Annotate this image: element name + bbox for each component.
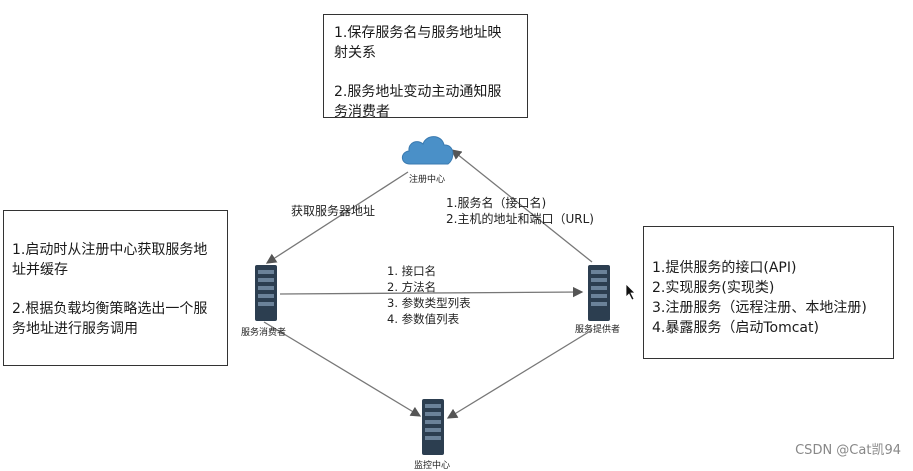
- register-label-line1: 1.服务名（接口名): [446, 196, 547, 210]
- arrow-provider-to-monitor: [446, 329, 593, 419]
- consumer-node-label: 服务消费者: [241, 328, 287, 338]
- consumer-note-line: 址并缓存: [12, 262, 68, 278]
- monitor-node-label: 监控中心: [414, 461, 451, 471]
- arrow-consumer-to-provider: [279, 286, 584, 298]
- watermark: CSDN @Cat凯94: [795, 443, 901, 458]
- consumer-note-line: 2.根据负载均衡策略选出一个服: [12, 301, 208, 317]
- register-label-line2: 2.主机的地址和端口（URL): [446, 212, 594, 226]
- consumer-note-line: 务地址进行服务调用: [12, 321, 138, 337]
- server-icon: [422, 399, 444, 455]
- registry-note-line: 务消费者: [334, 104, 390, 120]
- registry-node-label: 注册中心: [409, 175, 446, 185]
- provider-note-box: 1.提供服务的接口(API) 2.实现服务(实现类) 3.注册服务（远程注册、本…: [643, 226, 894, 359]
- provider-note-line: 3.注册服务（远程注册、本地注册): [652, 300, 867, 316]
- invoke-list-item: 4. 参数值列表: [387, 312, 460, 326]
- arrow-provider-to-registry: [450, 149, 593, 263]
- provider-note-line: 1.提供服务的接口(API): [652, 260, 797, 276]
- registry-note-box: 1.保存服务名与服务地址映 射关系 2.服务地址变动主动通知服 务消费者: [323, 14, 528, 120]
- server-icon: [255, 265, 277, 321]
- fetch-address-label: 获取服务器地址: [291, 204, 376, 218]
- mouse-cursor-icon: [625, 283, 636, 301]
- invoke-list-item: 2. 方法名: [387, 280, 437, 294]
- arrow-consumer-to-monitor: [263, 321, 422, 417]
- provider-note-line: 4.暴露服务（启动Tomcat): [652, 320, 819, 336]
- registry-note-line: 射关系: [334, 45, 376, 61]
- arrow-registry-to-consumer: [265, 171, 409, 264]
- invoke-list: 1. 接口名 2. 方法名 3. 参数类型列表 4. 参数值列表: [387, 263, 471, 327]
- registry-note-line: 1.保存服务名与服务地址映: [334, 25, 502, 41]
- cloud-icon: [401, 136, 454, 165]
- invoke-list-item: 3. 参数类型列表: [387, 296, 471, 310]
- registry-note-line: 2.服务地址变动主动通知服: [334, 84, 502, 100]
- provider-note-line: 2.实现服务(实现类): [652, 280, 775, 296]
- consumer-note-box: 1.启动时从注册中心获取服务地 址并缓存 2.根据负载均衡策略选出一个服 务地址…: [3, 210, 228, 366]
- server-icon: [588, 265, 610, 321]
- consumer-note-line: 1.启动时从注册中心获取服务地: [12, 242, 208, 258]
- provider-node-label: 服务提供者: [575, 325, 621, 335]
- invoke-list-item: 1. 接口名: [387, 264, 437, 278]
